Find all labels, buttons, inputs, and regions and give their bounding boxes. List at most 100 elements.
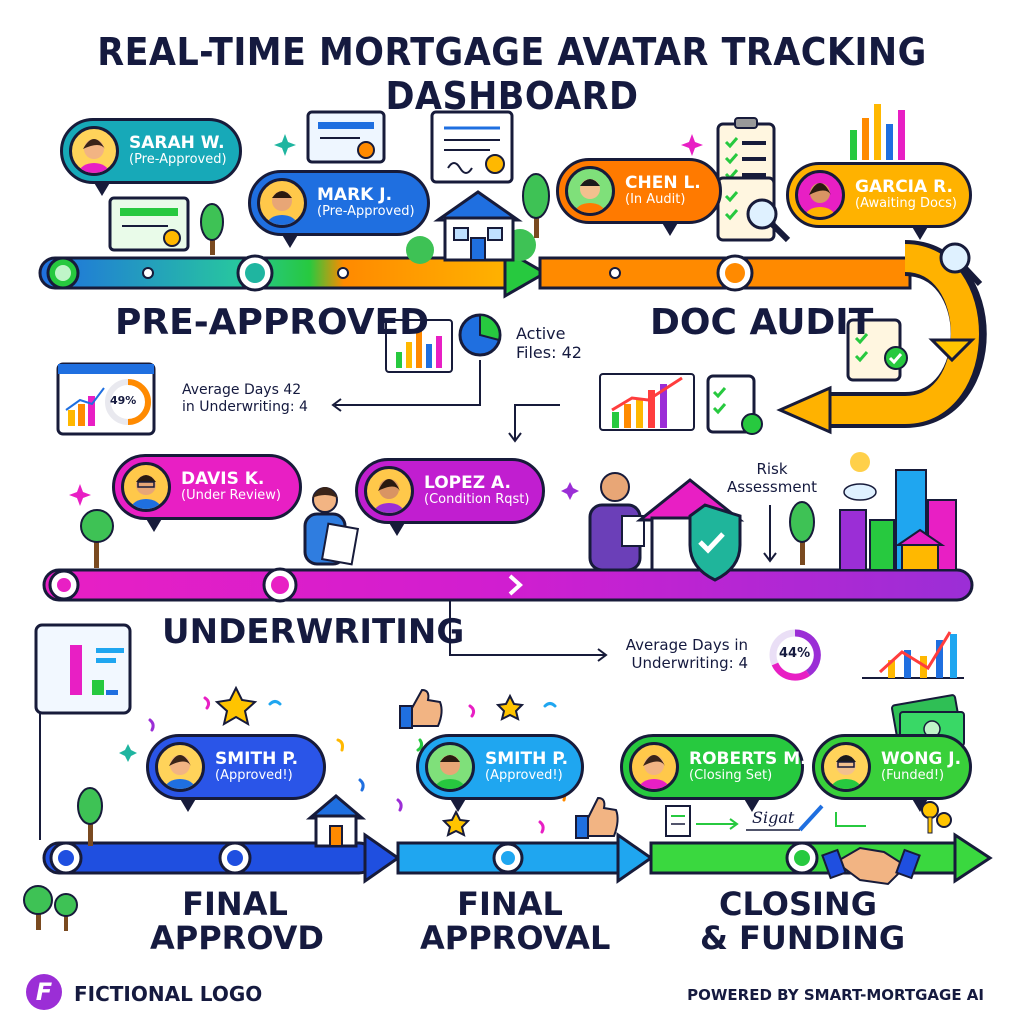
person-reading-icon xyxy=(303,487,360,566)
mini-bar-chart-icon xyxy=(850,104,905,160)
thumbs-up-icon xyxy=(399,688,619,839)
stage-label-pre-approved: PRE-APPROVED xyxy=(115,302,429,343)
approved-checklist-icon xyxy=(846,318,908,382)
page-title: REAL-TIME MORTGAGE AVATAR TRACKING DASHB… xyxy=(97,30,927,118)
borrower-name: MARK J. xyxy=(317,184,393,205)
borrower-bubble-smith-2[interactable]: SMITH P.(Approved!) xyxy=(416,734,584,812)
logo-letter: F xyxy=(35,978,53,1006)
borrower-status: (Approved!) xyxy=(215,768,293,784)
avatar xyxy=(629,742,679,792)
borrower-status: (In Audit) xyxy=(625,192,686,208)
star-icon xyxy=(214,685,525,837)
borrower-status: (Pre-Approved) xyxy=(317,204,415,220)
gauge-value-44: 44% xyxy=(779,646,811,661)
stat-line: Assessment xyxy=(727,478,817,496)
gauge-value-49: 49% xyxy=(110,394,137,407)
small-house-icon xyxy=(305,794,367,848)
borrower-name: GARCIA R. xyxy=(855,176,953,197)
borrower-bubble-chen[interactable]: CHEN L.(In Audit) xyxy=(556,158,722,236)
bar-line-chart-icon xyxy=(860,628,964,680)
borrower-bubble-wong[interactable]: WONG J.(Funded!) xyxy=(812,734,972,812)
avatar xyxy=(257,178,307,228)
stage-line: FINAL xyxy=(182,885,288,923)
stat-line: Files: 42 xyxy=(516,343,582,363)
borrower-status: (Awaiting Docs) xyxy=(855,196,957,212)
contract-scroll-icon xyxy=(430,110,514,184)
avatar xyxy=(795,170,845,220)
avatar xyxy=(821,742,871,792)
certificate-icon xyxy=(306,110,386,164)
clipboard-approved-icon xyxy=(706,374,763,435)
track-3 xyxy=(42,832,993,884)
stage-label-doc-audit: DOC AUDIT xyxy=(650,302,874,343)
signature-text: Sigat xyxy=(752,808,795,827)
avatar xyxy=(565,166,615,216)
bar-chart-icon xyxy=(385,319,453,373)
stat-line: Active xyxy=(516,324,566,343)
city-skyline-icon xyxy=(839,452,957,571)
stage-line: FINAL xyxy=(457,885,563,923)
avatar xyxy=(69,126,119,176)
side-bar-chart-icon xyxy=(34,623,132,715)
stage-line: APPROVAL xyxy=(420,918,611,957)
powered-by-text: POWERED BY SMART-MORTGAGE AI xyxy=(687,986,984,1004)
gauge-chart-44 xyxy=(769,629,821,681)
magnifier-icon xyxy=(939,242,983,287)
borrower-name: DAVIS K. xyxy=(181,468,265,489)
agent-with-house-shield-icon xyxy=(588,472,745,582)
borrower-status: (Under Review) xyxy=(181,488,282,504)
borrower-name: WONG J. xyxy=(881,748,962,769)
stage-label-underwriting: UNDERWRITING xyxy=(162,612,465,652)
stage-line: APPROVD xyxy=(150,918,324,957)
signing-document-icon xyxy=(665,804,866,837)
borrower-name: SMITH P. xyxy=(485,748,569,769)
tree-icon xyxy=(200,203,224,255)
avatar xyxy=(425,742,475,792)
borrower-bubble-sarah[interactable]: SARAH W.(Pre-Approved) xyxy=(60,118,242,196)
stage-label-final-approval: FINAL APPROVAL xyxy=(420,885,611,957)
logo-icon: F xyxy=(26,974,62,1010)
stage-label-final-approvd: FINAL APPROVD xyxy=(150,885,324,957)
tree-icon xyxy=(80,501,815,568)
track-1 xyxy=(38,240,987,435)
borrower-status: (Condition Rqst) xyxy=(424,492,530,508)
borrower-bubble-davis[interactable]: DAVIS K.(Under Review) xyxy=(112,454,302,532)
borrower-bubble-garcia[interactable]: GARCIA R.(Awaiting Docs) xyxy=(786,162,972,240)
borrower-status: (Pre-Approved) xyxy=(129,152,227,168)
borrower-bubble-mark[interactable]: MARK J.(Pre-Approved) xyxy=(248,170,430,248)
borrower-bubble-roberts[interactable]: ROBERTS M.(Closing Set) xyxy=(620,734,807,812)
stage-line: & FUNDING xyxy=(700,918,906,957)
borrower-status: (Funded!) xyxy=(881,768,945,784)
borrower-status: (Closing Set) xyxy=(689,768,773,784)
borrower-bubble-smith-1[interactable]: SMITH P.(Approved!) xyxy=(146,734,326,812)
average-days-underwriting-stat: Average Days in Underwriting: 4 xyxy=(612,636,748,672)
tree-icon xyxy=(23,787,103,931)
clipboard-checklist-icon xyxy=(716,117,791,243)
borrower-name: LOPEZ A. xyxy=(424,472,511,493)
track-2 xyxy=(42,567,974,603)
active-files-stat: Active Files: 42 xyxy=(516,324,582,362)
stat-line: Risk xyxy=(756,460,788,478)
keys-icon xyxy=(921,801,952,834)
stat-line: in Underwriting: 4 xyxy=(182,398,308,415)
stat-line: Average Days 42 xyxy=(182,382,302,398)
stage-label-closing-funding: CLOSING & FUNDING xyxy=(700,887,906,957)
stat-line: Average Days in xyxy=(625,636,748,654)
avatar xyxy=(364,466,414,516)
borrower-name: ROBERTS M. xyxy=(689,748,807,769)
borrower-name: CHEN L. xyxy=(625,172,701,193)
average-days-stat: Average Days 42 in Underwriting: 4 xyxy=(182,382,308,416)
house-icon xyxy=(406,173,550,264)
borrower-name: SMITH P. xyxy=(215,748,299,769)
avatar xyxy=(155,742,205,792)
certificate-icon xyxy=(108,196,190,252)
stat-line: Underwriting: 4 xyxy=(631,654,748,672)
gauge-chart-49 xyxy=(105,379,151,425)
borrower-status: (Approved!) xyxy=(485,768,563,784)
track-1-nodes xyxy=(46,254,754,292)
borrower-bubble-lopez[interactable]: LOPEZ A.(Condition Rqst) xyxy=(355,458,545,536)
risk-assessment-label: Risk Assessment xyxy=(722,460,822,496)
handshake-icon xyxy=(821,846,921,886)
borrower-name: SARAH W. xyxy=(129,132,225,153)
